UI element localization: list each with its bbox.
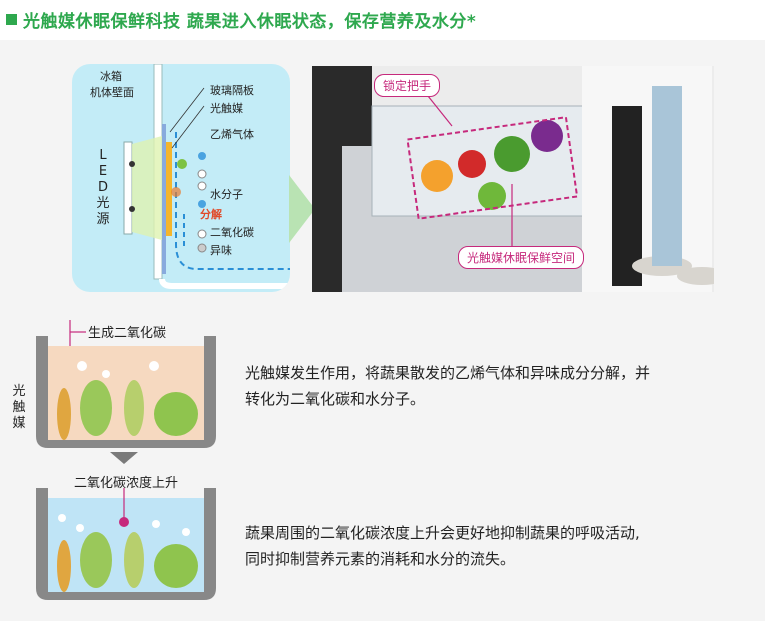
lock-handle-callout: 锁定把手 [374, 74, 441, 97]
title-text: 光触媒休眠保鲜科技 蔬果进入休眠状态，保存营养及水分* [23, 11, 477, 32]
layer-catalyst: 光触媒 [210, 102, 243, 115]
down-arrow [110, 452, 138, 464]
wall-label-2: 机体壁面 [90, 86, 134, 99]
description-1-line-1: 光触媒发生作用，将蔬果散发的乙烯气体和异味成分分解，并 [245, 364, 651, 382]
crisper-photo: 锁定把手 光触媒休眠保鲜空间 [312, 66, 714, 292]
layer-glass: 玻璃隔板 [210, 84, 254, 97]
crisper-illustration-2 [36, 488, 216, 600]
side-char: 媒 [12, 416, 26, 431]
photocatalyst-diagram: 冰箱 机体壁面 L E D 光 源 玻璃隔板 光触媒 乙烯气体 水分子 分解 二… [72, 64, 290, 292]
description-2-line-1: 蔬果周围的二氧化碳浓度上升会更好地抑制蔬果的呼吸活动, [245, 524, 640, 542]
side-char: 光 [12, 384, 26, 399]
page-title: 光触媒休眠保鲜科技 蔬果进入休眠状态，保存营养及水分* [6, 6, 476, 32]
description-2-line-2: 同时抑制营养元素的消耗和水分的流失。 [245, 550, 516, 568]
crisper-illustration-1 [36, 336, 216, 448]
led-char: L [99, 148, 107, 163]
led-char: 光 [96, 196, 110, 211]
decompose-label: 分解 [200, 208, 222, 221]
description-1-line-2: 转化为二氧化碳和水分子。 [245, 390, 426, 408]
led-char: D [97, 180, 108, 195]
wall-label-1: 冰箱 [100, 70, 122, 83]
space-callout: 光触媒休眠保鲜空间 [458, 246, 585, 269]
title-marker [6, 13, 17, 25]
co2-rise-label: 二氧化碳浓度上升 [74, 476, 179, 491]
layer-ethylene: 乙烯气体 [210, 128, 254, 141]
produce-co2-label: 生成二氧化碳 [88, 326, 167, 341]
photo-graphic [312, 66, 714, 292]
led-char: E [98, 164, 108, 179]
green-arrow [289, 175, 315, 243]
layer-co2: 二氧化碳 [210, 226, 254, 239]
side-char: 触 [12, 400, 26, 415]
diagram-graphic [123, 64, 290, 289]
layer-water: 水分子 [210, 188, 243, 201]
led-char: 源 [96, 212, 110, 227]
layer-odor: 异味 [210, 244, 232, 257]
pointer-line-1 [69, 320, 86, 346]
